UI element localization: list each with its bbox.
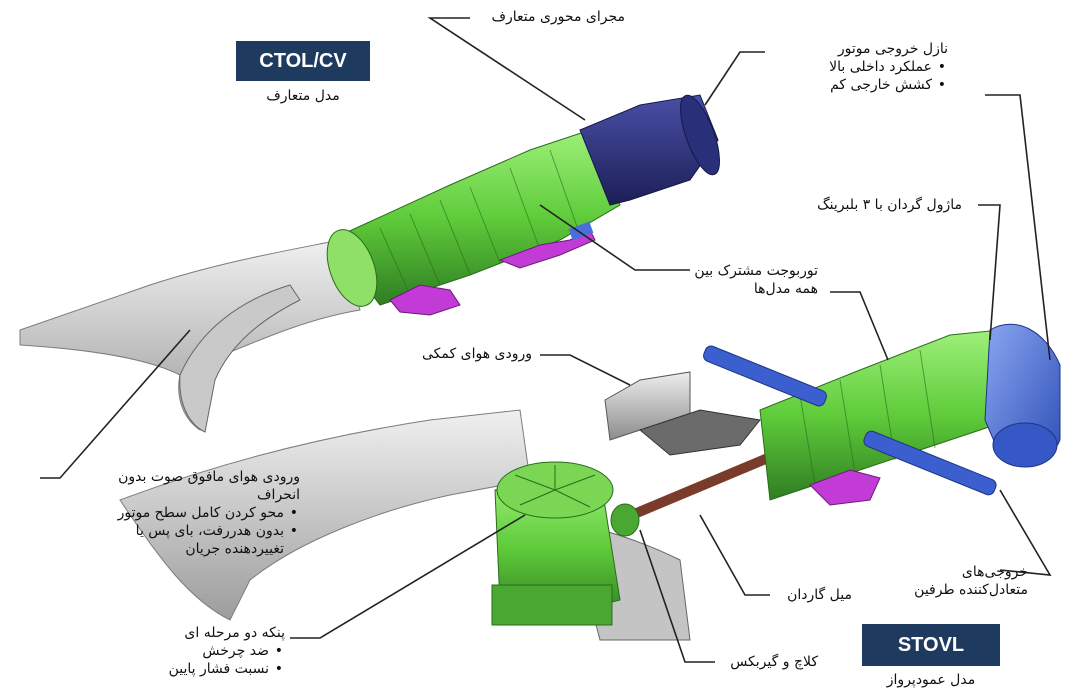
label-supersonic-inlet-bullet: محو کردن کامل سطح موتور xyxy=(80,504,298,522)
label-supersonic-inlet-bullet: بدون هدررفت، بای پس یا تغییردهنده جریان xyxy=(80,522,298,558)
stovl-aux-inlet-door xyxy=(638,409,761,456)
stovl-clutch xyxy=(610,503,640,537)
label-nozzle-bullets: عملکرد داخلی بالا کشش خارجی کم xyxy=(829,58,948,94)
leader-lines xyxy=(40,17,1052,663)
ctol-nozzle-exit xyxy=(680,94,720,176)
label-roll-posts-line2: متعادل‌کننده طرفین xyxy=(914,582,1028,598)
stovl-badge: STOVL xyxy=(862,624,1000,666)
leader-nozzle xyxy=(704,51,765,106)
label-supersonic-inlet-title: ورودی هوای مافوق صوت بدون انحراف xyxy=(118,469,300,503)
leader-aux-inlet xyxy=(540,354,631,386)
ctol-badge: CTOL/CV xyxy=(236,41,370,81)
stovl-engine-illustration xyxy=(119,323,1061,641)
leader-supersonic-inlet xyxy=(40,329,191,479)
leader-swivel-module xyxy=(978,204,1001,341)
label-nozzle: نازل خروجی موتور عملکرد داخلی بالا کشش خ… xyxy=(829,40,948,94)
stovl-inlet-duct xyxy=(119,409,531,621)
label-supersonic-inlet-bullets: محو کردن کامل سطح موتور بدون هدررفت، بای… xyxy=(80,504,300,558)
label-lift-fan: پنکه دو مرحله ای ضد چرخش نسبت فشار پایین xyxy=(169,624,285,678)
label-nozzle-title: نازل خروجی موتور xyxy=(837,41,948,57)
leader-roll-posts xyxy=(999,489,1052,576)
label-turbojet: توربوجت مشترک بین همه مدل‌ها xyxy=(694,262,818,298)
label-lift-fan-bullet: ضد چرخش xyxy=(169,642,283,660)
stovl-lift-fan-base xyxy=(491,584,613,626)
ctol-subtitle: مدل متعارف xyxy=(266,88,340,104)
label-nozzle-bullet: عملکرد داخلی بالا xyxy=(829,58,946,76)
label-aux-inlet: ورودی هوای کمکی xyxy=(422,346,532,362)
leader-swivel-module-top xyxy=(985,94,1051,361)
leader-clutch xyxy=(639,529,715,663)
leader-drive-shaft xyxy=(699,514,770,596)
label-lift-fan-bullets: ضد چرخش نسبت فشار پایین xyxy=(169,642,285,678)
ctol-engine-illustration xyxy=(19,94,720,433)
leader-turbojet xyxy=(539,204,690,271)
stovl-subtitle: مدل عمودپرواز xyxy=(886,672,976,688)
label-turbojet-line2: همه مدل‌ها xyxy=(753,281,818,297)
label-nozzle-bullet: کشش خارجی کم xyxy=(829,76,946,94)
label-turbojet-line1: توربوجت مشترک بین xyxy=(694,263,818,279)
stovl-drive-shaft xyxy=(615,450,780,525)
label-roll-posts-line1: خروجی‌های xyxy=(961,564,1028,580)
label-drive-shaft: میل گاردان xyxy=(787,587,852,603)
leader-turbojet-bottom xyxy=(830,291,889,361)
ctol-accessory-pipes xyxy=(498,229,596,269)
label-swivel-module: ماژول گردان با ۳ بلبرینگ xyxy=(817,197,962,213)
label-lift-fan-title: پنکه دو مرحله ای xyxy=(184,625,285,641)
label-supersonic-inlet: ورودی هوای مافوق صوت بدون انحراف محو کرد… xyxy=(80,468,300,558)
stovl-roll-post-right xyxy=(863,430,997,496)
label-lift-fan-bullet: نسبت فشار پایین xyxy=(169,660,284,678)
leader-axial-duct xyxy=(427,17,586,121)
ctol-inlet-lower-lip xyxy=(179,284,301,433)
ctol-compressor-face xyxy=(326,229,378,307)
label-axial-duct: مجرای محوری متعارف xyxy=(491,9,625,25)
ctol-accessory-gearbox xyxy=(389,284,461,316)
label-clutch: کلاچ و گیربکس xyxy=(730,654,818,670)
label-roll-posts: خروجی‌های متعادل‌کننده طرفین xyxy=(914,563,1028,599)
stovl-accessory-gearbox xyxy=(809,469,881,506)
stovl-swivel-exit xyxy=(992,422,1058,468)
leader-lift-fan xyxy=(290,514,526,639)
ctol-accessory-blue xyxy=(568,221,594,241)
stovl-roll-post-left xyxy=(703,345,827,407)
